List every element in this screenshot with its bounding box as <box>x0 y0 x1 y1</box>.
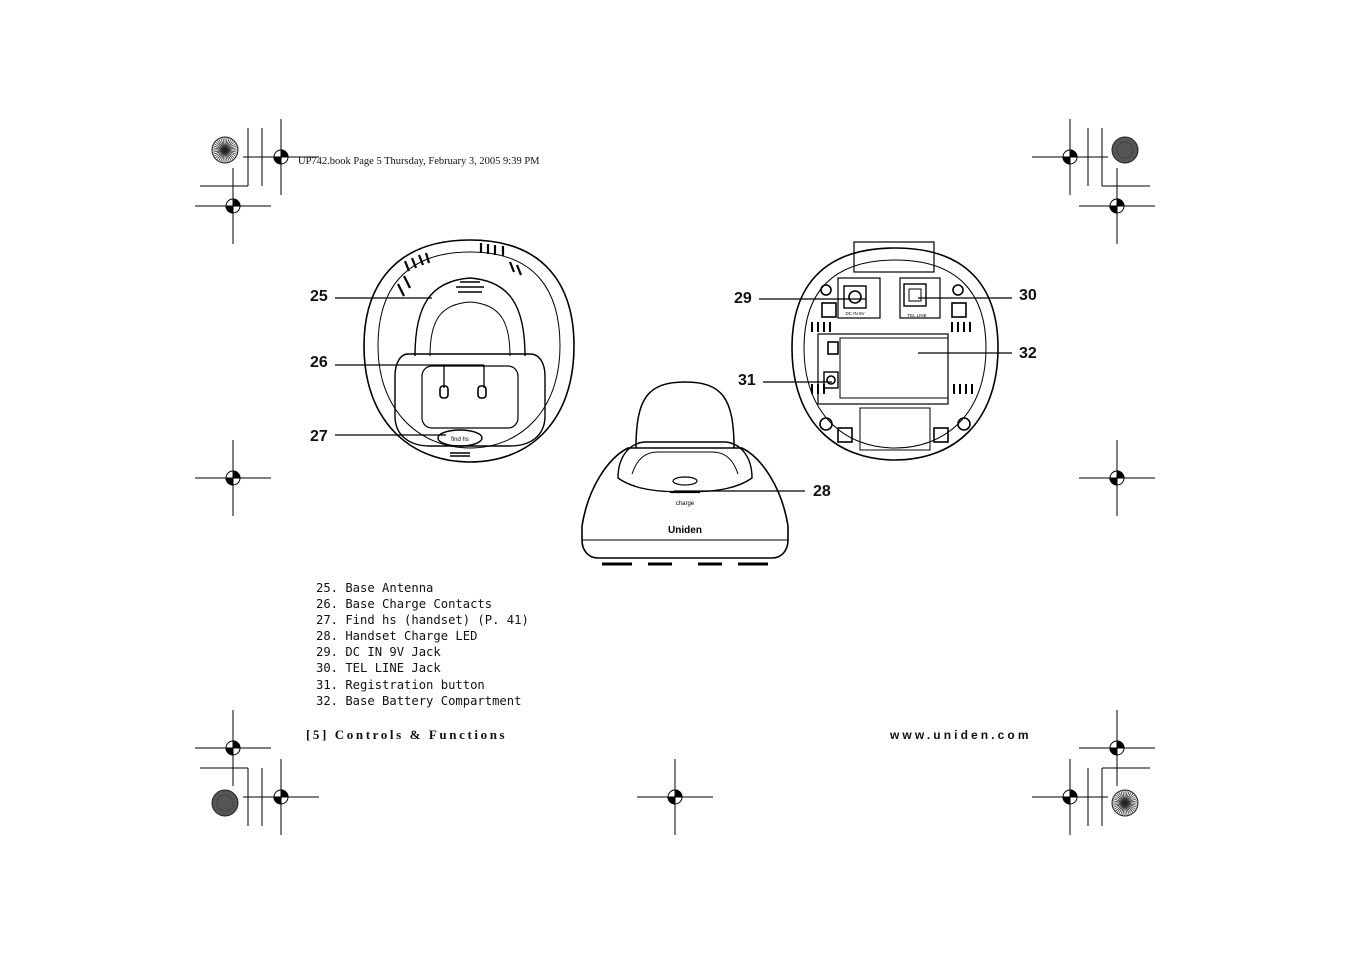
callout-29: 29 <box>734 290 752 307</box>
footer-section-title: [5] Controls & Functions <box>306 727 508 742</box>
dc-in-label: DC IN 9V <box>845 311 864 316</box>
charge-label: charge <box>676 501 695 507</box>
registration-crosshair <box>1032 119 1108 195</box>
legend-item: 31. Registration button <box>316 677 485 692</box>
registration-crosshair <box>243 119 319 195</box>
registration-crosshair <box>1079 168 1155 244</box>
registration-crosshair <box>1032 759 1108 835</box>
legend-item: 28. Handset Charge LED <box>316 629 478 644</box>
footer-website[interactable]: www.uniden.com <box>890 728 1032 742</box>
base-top-view-illustration: find hs <box>363 239 575 463</box>
registration-crosshair <box>195 440 271 516</box>
registration-crosshair <box>1079 440 1155 516</box>
legend-item: 29. DC IN 9V Jack <box>316 645 441 660</box>
tel-line-label: TEL LINE <box>907 313 926 318</box>
registration-crosshair <box>243 759 319 835</box>
legend-item: 25. Base Antenna <box>316 581 434 595</box>
brand-logo: Uniden <box>668 525 702 536</box>
registration-crosshair <box>1079 710 1155 786</box>
sunburst-registration-mark <box>1111 136 1139 164</box>
callout-32: 32 <box>1019 345 1037 362</box>
callout-25: 25 <box>310 288 328 305</box>
base-front-view-illustration: charge Uniden <box>581 381 789 566</box>
registration-crosshair <box>195 168 271 244</box>
callout-27: 27 <box>310 428 328 445</box>
legend-item: 30. TEL LINE Jack <box>316 661 441 676</box>
legend-item: 27. Find hs (handset) (P. 41) <box>316 613 529 628</box>
sunburst-registration-mark <box>1111 789 1139 817</box>
registration-crosshair <box>637 759 713 835</box>
callout-28: 28 <box>813 483 831 500</box>
sunburst-registration-mark <box>211 136 239 164</box>
callout-26: 26 <box>310 354 328 371</box>
callout-30: 30 <box>1019 287 1037 304</box>
find-hs-label: find hs <box>451 437 469 443</box>
header-book-info: UP742.book Page 5 Thursday, February 3, … <box>298 156 540 167</box>
legend-item: 32. Base Battery Compartment <box>316 693 522 708</box>
parts-legend: 25. Base Antenna 26. Base Charge Contact… <box>316 580 529 709</box>
legend-item: 26. Base Charge Contacts <box>316 597 493 612</box>
callout-31: 31 <box>738 372 756 389</box>
sunburst-registration-mark <box>211 789 239 817</box>
registration-crosshair <box>195 710 271 786</box>
